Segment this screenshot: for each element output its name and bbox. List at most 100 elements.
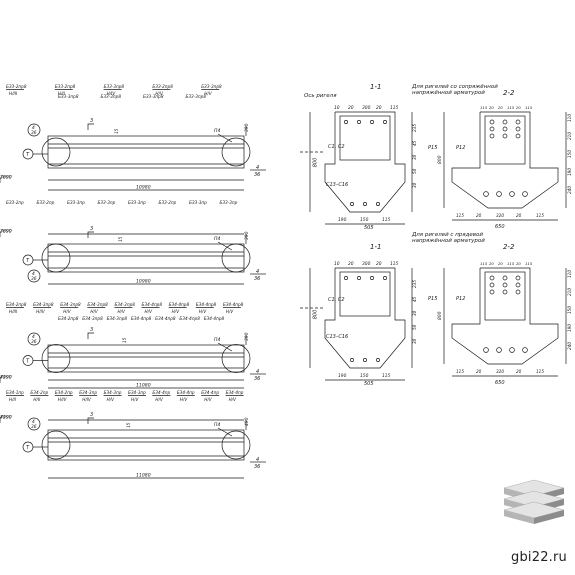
dimension-text: 7190 [0,375,12,381]
dimension-text: 20 [476,213,482,218]
section-mark [87,231,94,238]
node-sheet: 36 [31,424,37,430]
beam-mark-label: БЗ4-4пр [201,390,219,395]
dimension-text: 45 [412,296,417,302]
dimension-text: 210 [567,132,572,140]
beam-mark-sub: Н/ІІ [58,91,66,96]
section-2-2-outline [451,267,559,365]
beam-mark-label: БЗ4-4пр [226,390,244,395]
callout-t-text: Т [26,445,30,451]
callout-t-text: Т [26,152,30,158]
section-mark-number: 3 [90,226,93,232]
label-p15-top: Р15 [428,145,438,151]
rebar-label: П4 [214,236,220,242]
dimension-text: 390 [244,123,250,132]
section-1-1-outline [324,267,406,369]
rebar-dot [376,358,380,362]
dimension-text: 15 [122,337,127,343]
axis-label: Ось ригеля [304,93,337,99]
dimension-text: 115 [507,261,515,266]
beam-mark-label: БЗ4-4пр8 [179,316,200,321]
dimension-text: 3890 [0,175,12,181]
label-p12-top: Р12 [456,145,466,151]
dimension-text: 11080 [136,383,151,389]
dimension-text: 300 [362,105,371,111]
rebar-dot [383,276,387,280]
beam-mark-sub: Н/V [117,309,126,314]
beam-mark-sub: Н/V [204,91,213,96]
beam-elevation-4: БЗ4-1прН/ІІБЗ4-2прН/ІІБЗ4-2прН/ІVБЗ4-3пр… [0,390,266,479]
beam-mark-label: БЗЗ-3пр [189,200,207,205]
rebar-dot [350,202,354,206]
logo-slab-front [534,510,564,524]
callout-t-text: Т [26,359,30,365]
dimension-text: 110 [567,114,572,122]
rebar-dot [363,202,367,206]
rebar-dot [489,282,495,288]
beam-mark-sub: Н/V [63,309,72,314]
node-number: 4 [32,125,35,131]
beam-mark-label: БЗЗ-3пр8 [104,84,125,89]
dimension-text: 50 [412,168,417,174]
width-a-bottom: 505 [364,381,374,387]
section-mark-number: 3 [90,118,93,124]
rebar-dot [515,119,521,125]
section-1-1-top: 1-1 [370,83,382,91]
dimension-text: 45 [412,140,417,146]
dimension-text: 20 [476,369,482,374]
width-b-bottom: 650 [495,380,505,386]
height-a-bottom: 800 [312,309,319,320]
beam-mark-label: БЗ4-2пр8 [58,316,79,321]
dimension-text: 190 [567,168,572,176]
beam-mark-label: БЗЗ-2пр8 [55,84,76,89]
rebar-dot [383,120,387,124]
beam-mark-label: БЗ4-2пр [30,390,48,395]
dimension-text: 320 [496,213,504,218]
dimension-text: 235 [412,124,417,132]
dimension-text: 10 [334,261,340,267]
leader-line [217,241,233,251]
beam-outline [47,135,245,169]
dimension-text: 240 [567,186,572,194]
dimension-text: 3890 [0,229,12,235]
dimension-text: 115 [382,373,391,379]
dimension-text: 20 [516,369,522,374]
beam-mark-label: БЗ4-1пр [6,390,24,395]
section-mark-number: 3 [90,412,93,418]
dimension-text: 20 [348,105,354,111]
beam-mark-sub: Н/V [229,397,238,402]
section-2-2-bottom: 2-2 [503,243,515,251]
dimension-text: 150 [567,150,572,158]
label-p15-bottom: Р15 [428,296,438,302]
dimension-text: 190 [338,217,347,223]
stirrup-outline [484,271,526,321]
beam-mark-label: БЗ4-4пр8 [204,316,225,321]
beam-mark-label: БЗЗ-3пр [67,200,85,205]
strand-dot [509,191,515,197]
dimension-text: 390 [244,332,250,341]
beam-mark-sub: Н/V [199,309,208,314]
detail-circle-right [221,430,251,460]
rebar-dot [502,133,508,139]
label-c1-bottom: С1, С2 [328,297,345,303]
beam-mark-sub: Н/V [155,91,164,96]
dimension-text: 20 [489,105,494,110]
dimension-text: 4090 [0,375,12,381]
dimension-text: 20 [516,261,521,266]
beam-mark-label: БЗ4-3пр [104,390,122,395]
strand-dot [483,347,489,353]
rebar-label: П4 [214,128,220,134]
dimension-text: 190 [338,373,347,379]
beam-mark-sub: Н/ІІ [33,397,41,402]
section-mark [87,123,94,130]
beam-elevations: БЗЗ-2пр8Н/ІІІБЗЗ-2пр8Н/ІІБЗЗ-3пр8Н/ІVБЗЗ… [0,84,266,479]
section-2-2-outline [451,111,559,209]
beam-mark-sub: Н/V [145,309,154,314]
section-title-bottom: Для ригелей с прядевой напряжённой армат… [412,232,485,244]
rebar-dot [350,358,354,362]
leader-line [217,427,233,437]
